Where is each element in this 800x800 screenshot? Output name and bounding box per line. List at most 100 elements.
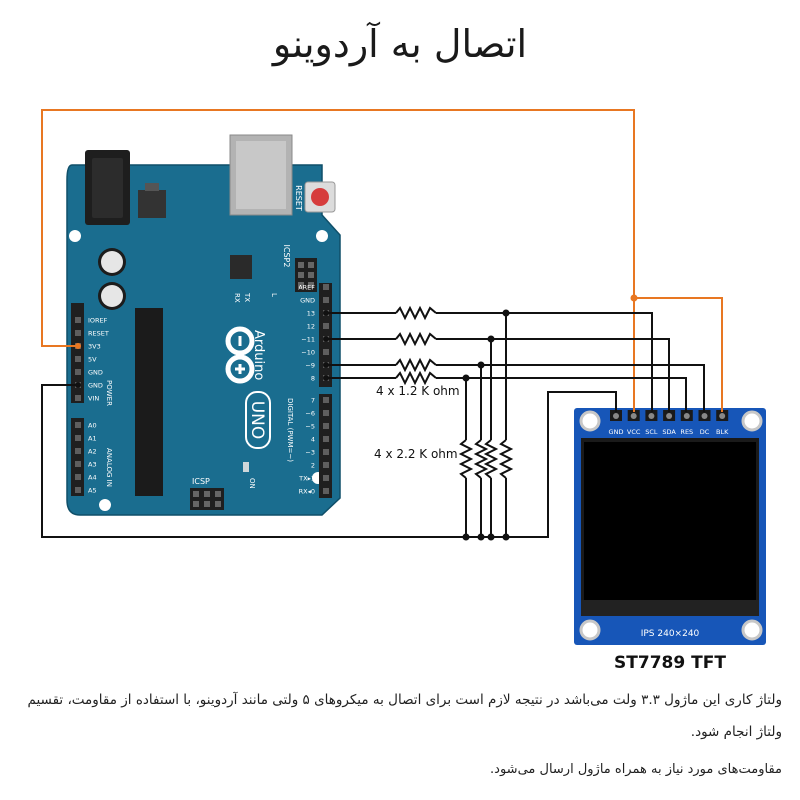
icsp2-label: ICSP2 (282, 245, 291, 268)
pin-label: TX▸1 (298, 475, 315, 483)
tft-screen (584, 442, 756, 614)
pin-label: AREF (298, 284, 315, 292)
pin-label: GND (88, 382, 103, 390)
header-pin (323, 410, 329, 416)
pin-label: 8 (311, 375, 315, 383)
pin-label: 12 (307, 323, 315, 331)
mounting-hole (741, 619, 763, 641)
header-pin (75, 356, 81, 362)
power-label: POWER (105, 380, 113, 406)
mounting-hole (579, 619, 601, 641)
tft-pin-label: VCC (627, 428, 641, 436)
pulldown-resistors (458, 439, 514, 479)
tft-pin-label: GND (609, 428, 624, 436)
header-pin (75, 474, 81, 480)
tft-pin-hole (683, 413, 690, 419)
tft-pin-label: BLK (716, 428, 729, 436)
header-pin (323, 436, 329, 442)
header-pin (75, 422, 81, 428)
header-pin (75, 317, 81, 323)
wiring-diagram: RESET ICSP2 TX RX L Ard (41, 109, 766, 673)
uno-label: UNO (247, 401, 267, 440)
arduino-brand: Arduino (251, 330, 266, 380)
pin-label: A3 (88, 461, 97, 469)
on-label: ON (248, 478, 256, 489)
power-header (71, 303, 84, 403)
pin-label: ~6 (305, 410, 315, 418)
pin-label: 2 (311, 462, 315, 470)
header-pin (323, 297, 329, 303)
resistor-1k2 (395, 331, 437, 347)
header-pin (75, 448, 81, 454)
pin-label: ~5 (305, 423, 315, 431)
tft-pin-hole (701, 413, 708, 419)
tft-pin-hole (630, 413, 637, 419)
digital-label: DIGITAL (PWM=~) (286, 398, 294, 462)
header-pin (323, 462, 329, 468)
tft-pin-hole (666, 413, 673, 419)
header-pin (75, 487, 81, 493)
header-pin (323, 475, 329, 481)
pin-label: A5 (88, 487, 97, 495)
resistor-1k2 (395, 370, 437, 386)
wire-gnd (41, 384, 617, 538)
icsp-label: ICSP (192, 477, 210, 486)
header-pin (75, 435, 81, 441)
resistor-1k2 (395, 305, 437, 321)
icsp-header (190, 488, 224, 510)
pin-label: A1 (88, 435, 97, 443)
wire-pin11-sda-b (436, 338, 670, 412)
resistor-1k2 (395, 357, 437, 373)
pin-label: A0 (88, 422, 97, 430)
tft-panel-label: IPS 240×240 (641, 629, 700, 639)
junction-dots (462, 294, 638, 541)
icsp2-header (295, 258, 317, 292)
pin-label: 7 (311, 397, 315, 405)
pin-label: IOREF (88, 317, 108, 325)
pin-label: ~3 (305, 449, 315, 457)
header-pin (323, 397, 329, 403)
arduino-board: RESET ICSP2 TX RX L Ard (66, 134, 341, 516)
capacitor (98, 248, 126, 276)
tft-pin-hole (648, 413, 655, 419)
mounting-hole (69, 230, 81, 242)
usb-chip (230, 255, 252, 279)
wire-group (41, 109, 723, 538)
analog-header (71, 418, 84, 496)
note-text: مقاومت‌های مورد نیاز به همراه ماژول ارسا… (490, 762, 782, 777)
resistor-2k2 (498, 439, 514, 479)
header-pin (75, 461, 81, 467)
wire-pin8-res-b (436, 377, 687, 412)
page-title: اتصال به آردوینو (272, 22, 528, 66)
header-pin (75, 395, 81, 401)
voltage-regulator (138, 190, 166, 218)
tft-pin-hole (613, 413, 619, 419)
series-resistors (395, 305, 437, 386)
microcontroller-chip (135, 308, 163, 496)
reset-label: RESET (294, 185, 303, 211)
wire-3v3-vcc (41, 109, 635, 412)
rx-label: RX (233, 293, 241, 303)
resistor-2k2 (458, 439, 474, 479)
header-pin (323, 349, 329, 355)
tft-pin-label: RES (680, 428, 693, 436)
pin-label: ~9 (305, 362, 315, 370)
wire-blk (634, 297, 723, 412)
tx-label: TX (243, 292, 251, 302)
l-led-label: L (270, 293, 278, 297)
series-resistor-label: 4 x 1.2 K ohm (376, 384, 460, 398)
mounting-hole (741, 410, 763, 432)
arduino-logo (225, 326, 255, 384)
pin-label: RX◂0 (299, 488, 315, 496)
header-pin (75, 330, 81, 336)
pin-label: RESET (88, 330, 109, 338)
pin-label: ~10 (301, 349, 315, 357)
mounting-hole (316, 230, 328, 242)
header-pin (323, 284, 329, 290)
mounting-hole (99, 499, 111, 511)
reset-button[interactable] (304, 181, 336, 213)
tft-pin-hole (719, 413, 726, 419)
